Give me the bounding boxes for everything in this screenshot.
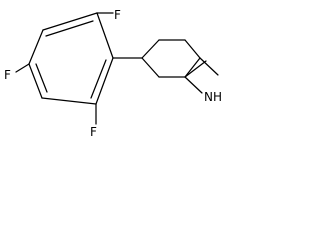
bond [28,63,43,99]
bond [96,12,114,59]
double-bond-inner [35,63,48,93]
bond [199,57,219,76]
molecule-structure: F F F NH [0,0,232,152]
bond [28,29,44,65]
bond [184,76,203,94]
phenyl-ring [28,12,114,105]
bond [141,57,160,78]
atom-label-f-bottom: F [90,125,97,139]
atom-label-f-top: F [114,8,121,22]
structure-drawing: F F F NH [4,8,222,139]
bond [141,39,160,59]
bond [41,97,97,105]
bond-to-f-left [15,63,30,73]
double-bond-inner [90,59,107,99]
atom-label-nh: NH [204,90,222,104]
bond [184,60,207,78]
bond [42,12,98,31]
atom-label-f-left: F [4,68,11,82]
bond [95,57,114,105]
bond [184,57,201,78]
double-bond-inner [45,20,94,37]
azabicyclo-ring [141,39,219,94]
bond [184,39,201,59]
